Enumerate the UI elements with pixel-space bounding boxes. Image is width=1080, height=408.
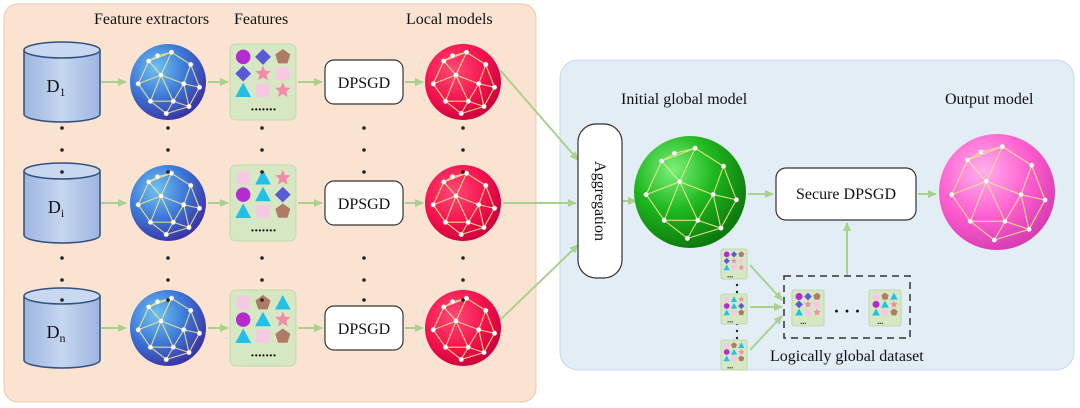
mini-feature-tile: ...: [720, 339, 748, 371]
output-sphere-mesh: [939, 134, 1055, 250]
database-subscript: n: [60, 331, 66, 345]
aggregation-box: Aggregation: [577, 123, 623, 279]
mini-feature-tile: ...: [720, 248, 748, 280]
dpsgd-box: DPSGD: [324, 180, 404, 226]
database-icon: D1: [23, 41, 101, 123]
dpsgd-label: DPSGD: [338, 321, 390, 338]
svg-text:...: ...: [877, 317, 883, 326]
vertical-ellipsis: [60, 126, 64, 174]
feature-ellipsis: ·······: [250, 224, 276, 239]
client-row-1: D1 ······· DPSGD: [23, 41, 501, 123]
features-box: ·······: [229, 164, 297, 242]
client-rows: D1 ······· DPSGD Di ······· DPSGD Dn ······· DPS…: [23, 41, 501, 369]
database-subscript: 1: [60, 85, 66, 99]
feature-extractor-sphere: [130, 290, 206, 366]
header-feature-extractors: Feature extractors: [94, 11, 209, 28]
feature-extractor-sphere: [130, 165, 206, 241]
dataset-caption: Logically global dataset: [770, 348, 924, 365]
dpsgd-label: DPSGD: [338, 75, 390, 92]
database-subscript: i: [61, 206, 65, 220]
vertical-ellipsis: [166, 256, 170, 302]
header-initial-global-model: Initial global model: [621, 91, 748, 108]
header-local-models: Local models: [406, 11, 493, 28]
features-box: ·······: [229, 289, 297, 367]
global-dataset-frame: [783, 275, 911, 339]
vertical-ellipsis: [166, 126, 170, 174]
database-icon: Dn: [23, 287, 101, 369]
global-dataset: ...... · · · Logically global dataset: [770, 275, 924, 365]
global-sphere-mesh: [634, 136, 746, 248]
dpsgd-box: DPSGD: [324, 305, 404, 351]
svg-text:...: ...: [727, 271, 733, 280]
vertical-ellipsis: [260, 126, 264, 174]
aggregation-label: Aggregation: [591, 161, 608, 241]
vertical-ellipsis: [260, 256, 264, 302]
feature-ellipsis: ·······: [250, 349, 276, 364]
features-box: ·······: [229, 43, 297, 121]
database-label: Di: [48, 197, 65, 220]
vertical-ellipsis: [60, 256, 64, 302]
vertical-ellipsis: [362, 126, 366, 174]
dataset-feature-tile: ...: [868, 289, 902, 327]
dpsgd-label: DPSGD: [338, 196, 390, 213]
connectors: [101, 69, 937, 351]
local-model-sphere: [425, 165, 501, 241]
client-row-3: Dn ······· DPSGD: [23, 287, 501, 369]
client-row-2: Di ······· DPSGD: [23, 162, 501, 244]
feature-extractor-sphere: [130, 44, 206, 120]
secure-dpsgd-label: Secure DPSGD: [796, 186, 896, 203]
vertical-ellipsis: [461, 126, 465, 174]
svg-text:...: ...: [727, 316, 733, 325]
client-feature-tiles: .........: [720, 248, 748, 371]
svg-text:...: ...: [800, 317, 806, 326]
header-output-model: Output model: [945, 91, 1034, 108]
feature-ellipsis: ·······: [250, 103, 276, 118]
database-icon: Di: [23, 162, 101, 244]
mini-feature-tile: ...: [720, 293, 748, 325]
dataset-feature-tile: ...: [791, 289, 825, 327]
vertical-ellipsis: [461, 256, 465, 302]
local-model-sphere: [425, 44, 501, 120]
dataset-ellipsis: · · ·: [833, 301, 860, 321]
header-features: Features: [234, 11, 288, 28]
output-model-sphere: [939, 134, 1055, 250]
dpsgd-box: DPSGD: [324, 59, 404, 105]
vertical-ellipsis: [362, 256, 366, 302]
svg-text:...: ...: [727, 362, 733, 371]
secure-dpsgd-box: Secure DPSGD: [775, 167, 917, 221]
initial-global-model-sphere: [634, 136, 746, 248]
